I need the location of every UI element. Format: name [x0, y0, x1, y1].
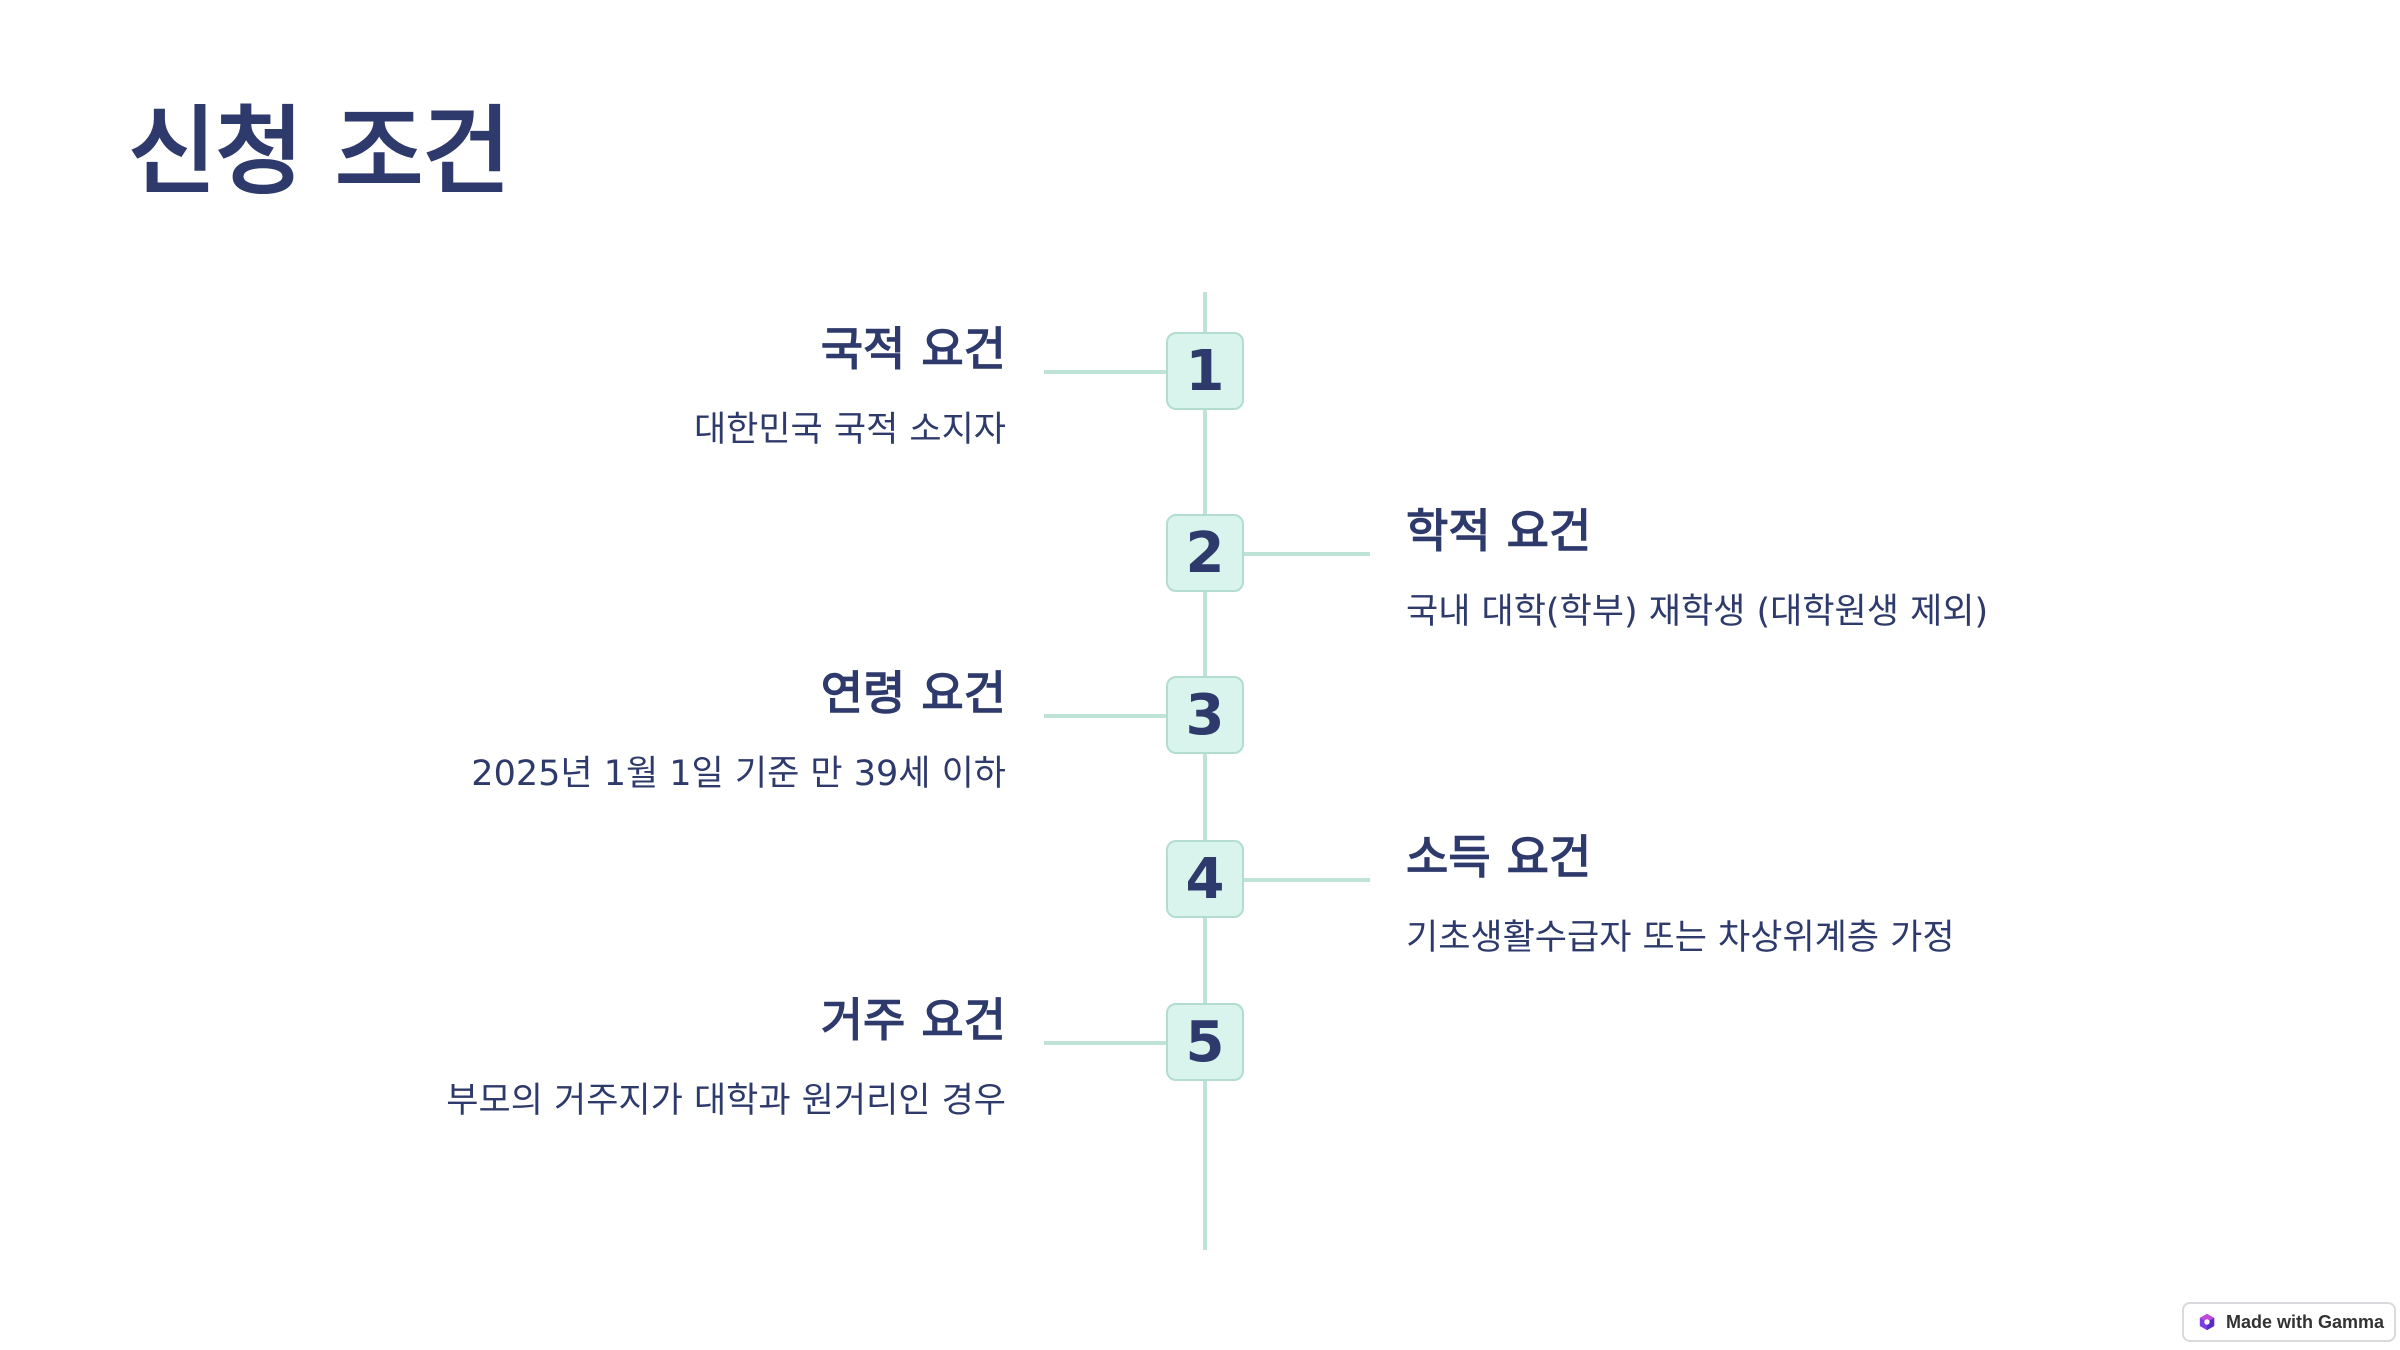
page-title: 신청 조건 — [128, 96, 511, 208]
connector-line — [1244, 552, 1370, 556]
step-number-badge: 2 — [1166, 514, 1244, 592]
step-description: 대한민국 국적 소지자 — [693, 410, 1006, 450]
step-title: 연령 요건 — [820, 666, 1006, 720]
step-title: 거주 요건 — [820, 993, 1006, 1047]
step-title: 학적 요건 — [1406, 504, 1592, 558]
connector-line — [1244, 878, 1370, 882]
step-description: 국내 대학(학부) 재학생 (대학원생 제외) — [1406, 592, 1989, 632]
timeline-line — [1203, 292, 1207, 1250]
timeline-step-5: 5 거주 요건 부모의 거주지가 대학과 원거리인 경우 — [0, 0, 2400, 1121]
timeline-step-3: 3 연령 요건 2025년 1월 1일 기준 만 39세 이하 — [0, 0, 2400, 794]
step-title: 국적 요건 — [820, 322, 1006, 376]
timeline-step-2: 2 학적 요건 국내 대학(학부) 재학생 (대학원생 제외) — [0, 0, 2400, 632]
connector-line — [1044, 714, 1168, 718]
step-number-badge: 3 — [1166, 676, 1244, 754]
timeline-step-4: 4 소득 요건 기초생활수급자 또는 차상위계층 가정 — [0, 0, 2400, 958]
connector-line — [1044, 370, 1168, 374]
timeline-step-1: 1 국적 요건 대한민국 국적 소지자 — [0, 0, 2400, 450]
connector-line — [1044, 1041, 1168, 1045]
step-title: 소득 요건 — [1406, 830, 1592, 884]
step-number-badge: 1 — [1166, 332, 1244, 410]
step-description: 기초생활수급자 또는 차상위계층 가정 — [1406, 918, 1955, 958]
made-with-gamma-label: Made with Gamma — [2226, 1311, 2385, 1332]
step-number-badge: 5 — [1166, 1003, 1244, 1081]
step-number-badge: 4 — [1166, 840, 1244, 918]
step-description: 2025년 1월 1일 기준 만 39세 이하 — [471, 754, 1006, 794]
step-description: 부모의 거주지가 대학과 원거리인 경우 — [446, 1081, 1006, 1121]
gamma-logo-icon — [2199, 1313, 2215, 1331]
made-with-gamma-badge[interactable]: Made with Gamma — [2182, 1302, 2396, 1342]
